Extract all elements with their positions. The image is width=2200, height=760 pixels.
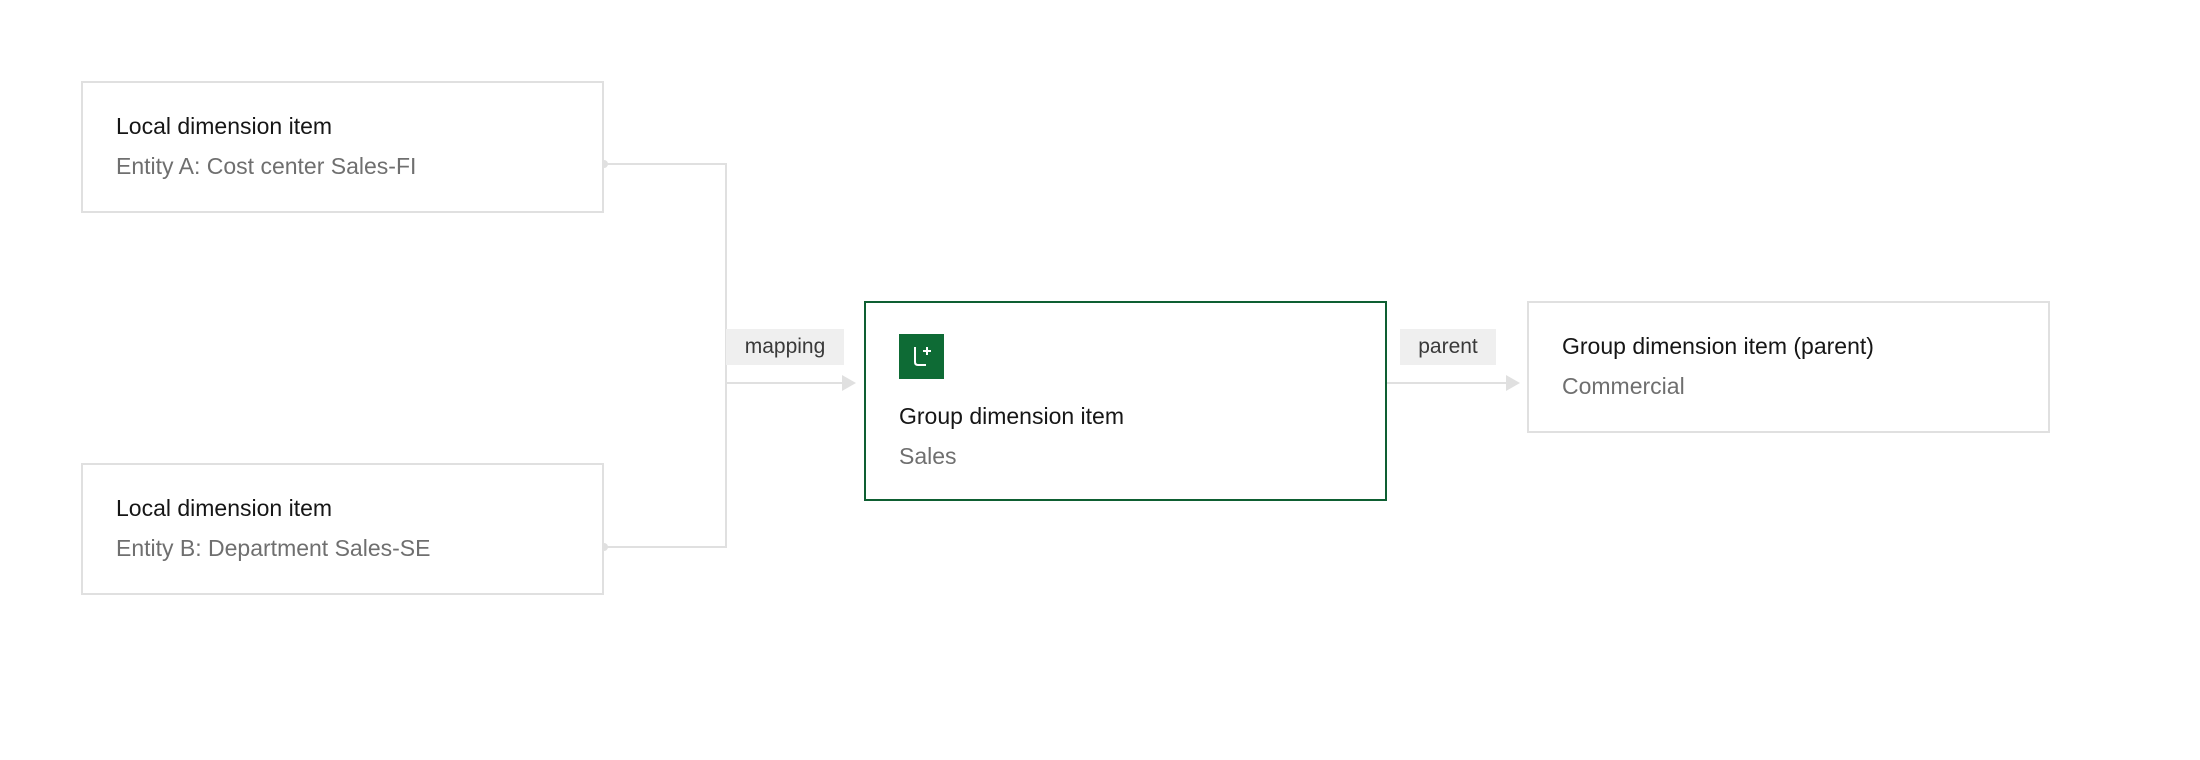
arrowhead-mapping [842, 375, 856, 391]
node-local-dimension-item-b[interactable]: Local dimension item Entity B: Departmen… [81, 463, 604, 595]
edge-mapping-from-local-b [604, 385, 727, 548]
node-group-dimension-item[interactable]: Group dimension item Sales [864, 301, 1387, 501]
hierarchy-add-icon [899, 334, 944, 379]
node-group-dimension-item-parent[interactable]: Group dimension item (parent) Commercial [1527, 301, 2050, 433]
node-title: Local dimension item [116, 495, 333, 521]
node-subtitle: Entity A: Cost center Sales-FI [116, 153, 417, 179]
arrowhead-parent [1506, 375, 1520, 391]
node-subtitle: Commercial [1562, 373, 1685, 399]
node-title: Group dimension item [899, 403, 1124, 429]
edge-mapping-from-local-a [604, 163, 727, 385]
edge-label-parent: parent [1400, 329, 1496, 365]
node-subtitle: Entity B: Department Sales-SE [116, 535, 431, 561]
node-local-dimension-item-a[interactable]: Local dimension item Entity A: Cost cent… [81, 81, 604, 213]
node-title: Local dimension item [116, 113, 333, 139]
node-subtitle: Sales [899, 443, 957, 469]
node-title: Group dimension item (parent) [1562, 333, 1874, 359]
edge-label-mapping: mapping [726, 329, 844, 365]
